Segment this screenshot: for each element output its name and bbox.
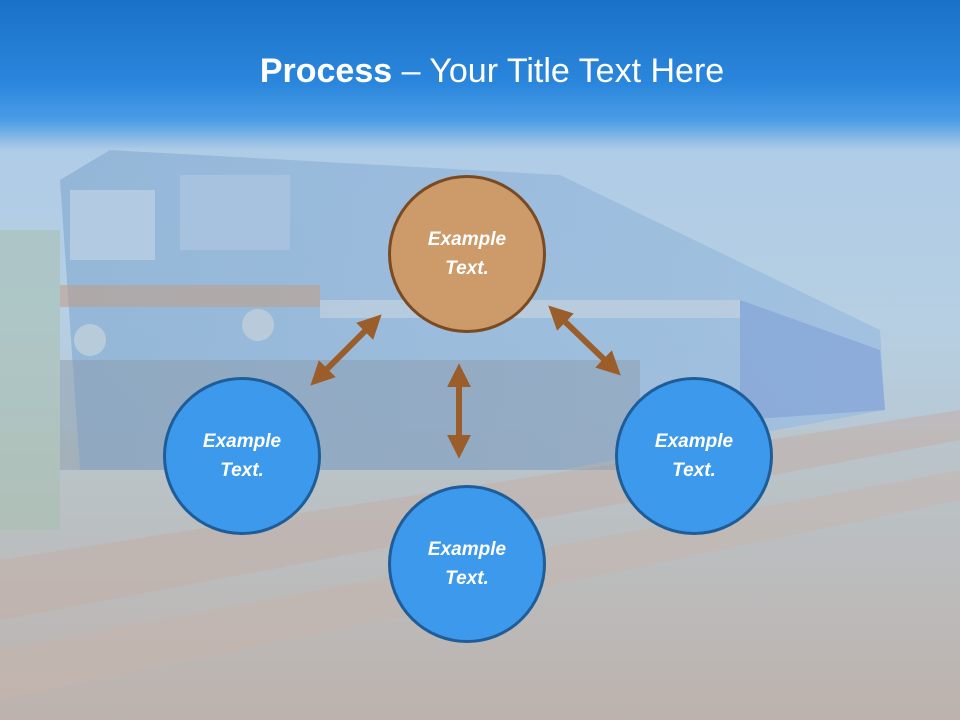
node-text-right: Example Text. (654, 431, 734, 481)
double-arrow-icon (548, 305, 621, 376)
node-text-bottom: Example Text. (427, 539, 507, 589)
process-node-left: Example Text. (163, 377, 321, 535)
node-text-left: Example Text. (202, 431, 282, 481)
title-rest: – Your Title Text Here (392, 52, 725, 90)
title-bold: Process (259, 52, 393, 90)
process-node-top: Example Text. (388, 175, 546, 333)
page-title: Process – Your Title Text Here (0, 52, 960, 91)
process-node-right: Example Text. (615, 377, 773, 535)
double-arrow-icon (310, 314, 382, 386)
node-text-top: Example Text. (427, 229, 507, 279)
process-node-bottom: Example Text. (388, 485, 546, 643)
header-bar (0, 0, 960, 150)
